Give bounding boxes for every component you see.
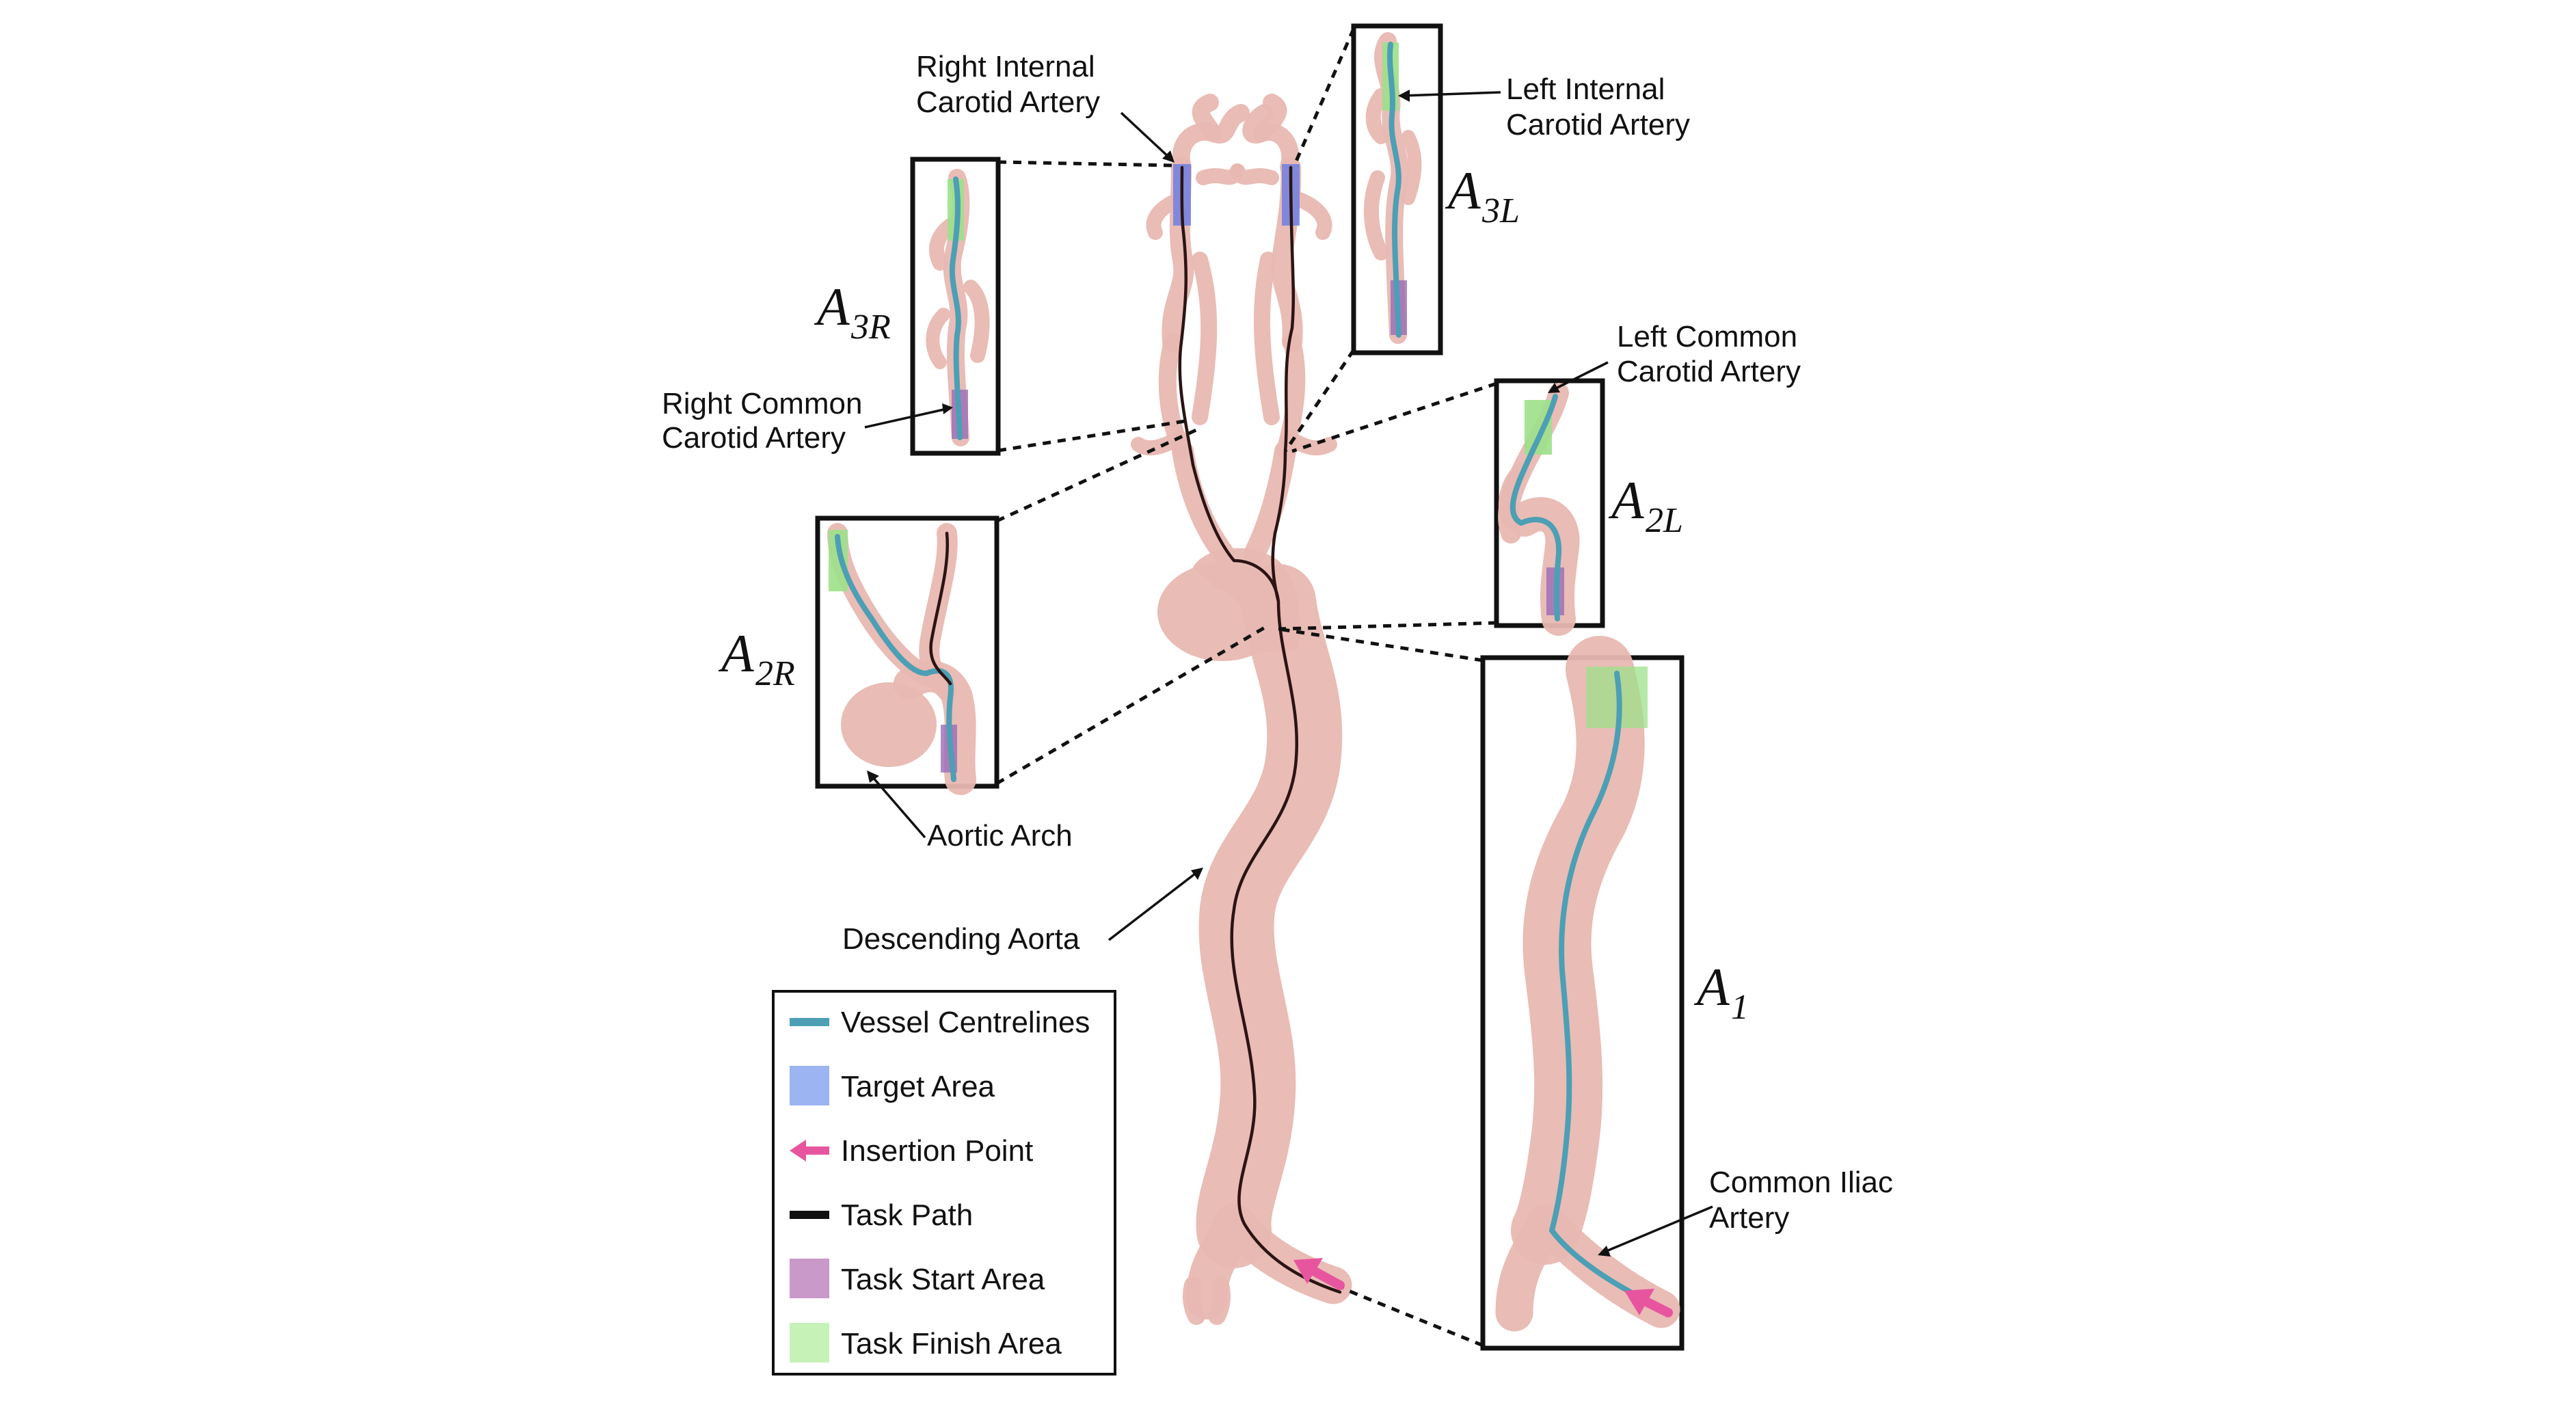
svg-text:3R: 3R	[850, 308, 891, 347]
label-right-internal-carotid: Right Internal Carotid Artery	[916, 50, 1175, 163]
svg-text:2R: 2R	[755, 654, 795, 693]
label-descending-aorta: Descending Aorta	[842, 868, 1203, 956]
svg-text:A: A	[1445, 161, 1481, 220]
main-vessel-tree	[1131, 94, 1352, 1325]
legend-label: Task Path	[841, 1198, 973, 1232]
svg-text:Common Iliac: Common Iliac	[1709, 1166, 1893, 1199]
legend-label: Vessel Centrelines	[841, 1006, 1090, 1039]
svg-text:Aortic Arch: Aortic Arch	[927, 819, 1073, 853]
finish-area-a2l	[1525, 400, 1552, 455]
panel-label-a2r: A 2R	[718, 623, 795, 693]
panel-a3l	[1351, 23, 1443, 356]
insertion-arrow-a1	[1624, 1289, 1673, 1317]
svg-text:A: A	[718, 623, 754, 683]
task-path-main	[1178, 165, 1342, 1294]
svg-text:A: A	[814, 277, 850, 336]
legend-item: Target Area	[790, 1066, 995, 1105]
panel-a2l	[1494, 378, 1605, 636]
svg-text:Right Common: Right Common	[662, 387, 862, 420]
svg-text:3L: 3L	[1481, 191, 1520, 230]
panel-label-a2l: A 2L	[1608, 470, 1683, 540]
legend-item: Task Finish Area	[790, 1323, 1062, 1363]
legend-label: Task Finish Area	[841, 1327, 1062, 1360]
legend-item: Task Path	[790, 1198, 973, 1232]
cerebral-arteries	[1146, 94, 1332, 240]
svg-text:1: 1	[1731, 988, 1749, 1027]
panel-a2r	[815, 515, 999, 795]
insertion-arrow-icon	[790, 1140, 829, 1162]
legend-swatch-line	[790, 1018, 829, 1026]
legend-swatch-box	[790, 1259, 829, 1298]
legend-swatch-box	[790, 1066, 829, 1105]
svg-text:A: A	[1608, 470, 1644, 530]
legend-item: Task Start Area	[790, 1259, 1045, 1298]
label-right-common-carotid: Right Common Carotid Artery	[662, 387, 953, 455]
svg-text:Carotid Artery: Carotid Artery	[662, 421, 846, 455]
legend-item: Vessel Centrelines	[790, 1006, 1090, 1039]
svg-text:Carotid Artery: Carotid Artery	[1506, 108, 1690, 142]
svg-text:Carotid Artery: Carotid Artery	[916, 85, 1100, 119]
label-left-common-carotid: Left Common Carotid Artery	[1548, 320, 1801, 393]
panel-label-a3r: A 3R	[814, 277, 891, 347]
legend-label: Target Area	[841, 1070, 995, 1103]
zoom-connectors	[995, 28, 1497, 1347]
panel-label-a1: A 1	[1693, 957, 1749, 1027]
legend-label: Insertion Point	[841, 1134, 1033, 1168]
svg-text:Descending Aorta: Descending Aorta	[842, 922, 1080, 956]
legend-label: Task Start Area	[841, 1263, 1045, 1296]
label-aortic-arch: Aortic Arch	[867, 770, 1073, 853]
panel-a3r	[910, 157, 1001, 456]
svg-text:Artery: Artery	[1709, 1201, 1789, 1235]
panel-a1	[1480, 636, 1685, 1351]
svg-text:2L: 2L	[1646, 501, 1683, 540]
svg-text:Carotid Artery: Carotid Artery	[1617, 355, 1801, 388]
svg-text:Left Common: Left Common	[1617, 320, 1797, 353]
insertion-arrow-main	[1293, 1258, 1345, 1290]
svg-text:A: A	[1693, 957, 1730, 1017]
label-left-internal-carotid: Left Internal Carotid Artery	[1398, 72, 1690, 142]
label-common-iliac: Common Iliac Artery	[1598, 1166, 1893, 1257]
svg-text:Left Internal: Left Internal	[1506, 72, 1665, 106]
panel-label-a3l: A 3L	[1445, 161, 1520, 230]
legend-item: Insertion Point	[790, 1134, 1033, 1168]
legend-swatch-box	[790, 1323, 829, 1363]
svg-text:Right Internal: Right Internal	[916, 50, 1095, 83]
legend-swatch-line	[790, 1211, 829, 1219]
